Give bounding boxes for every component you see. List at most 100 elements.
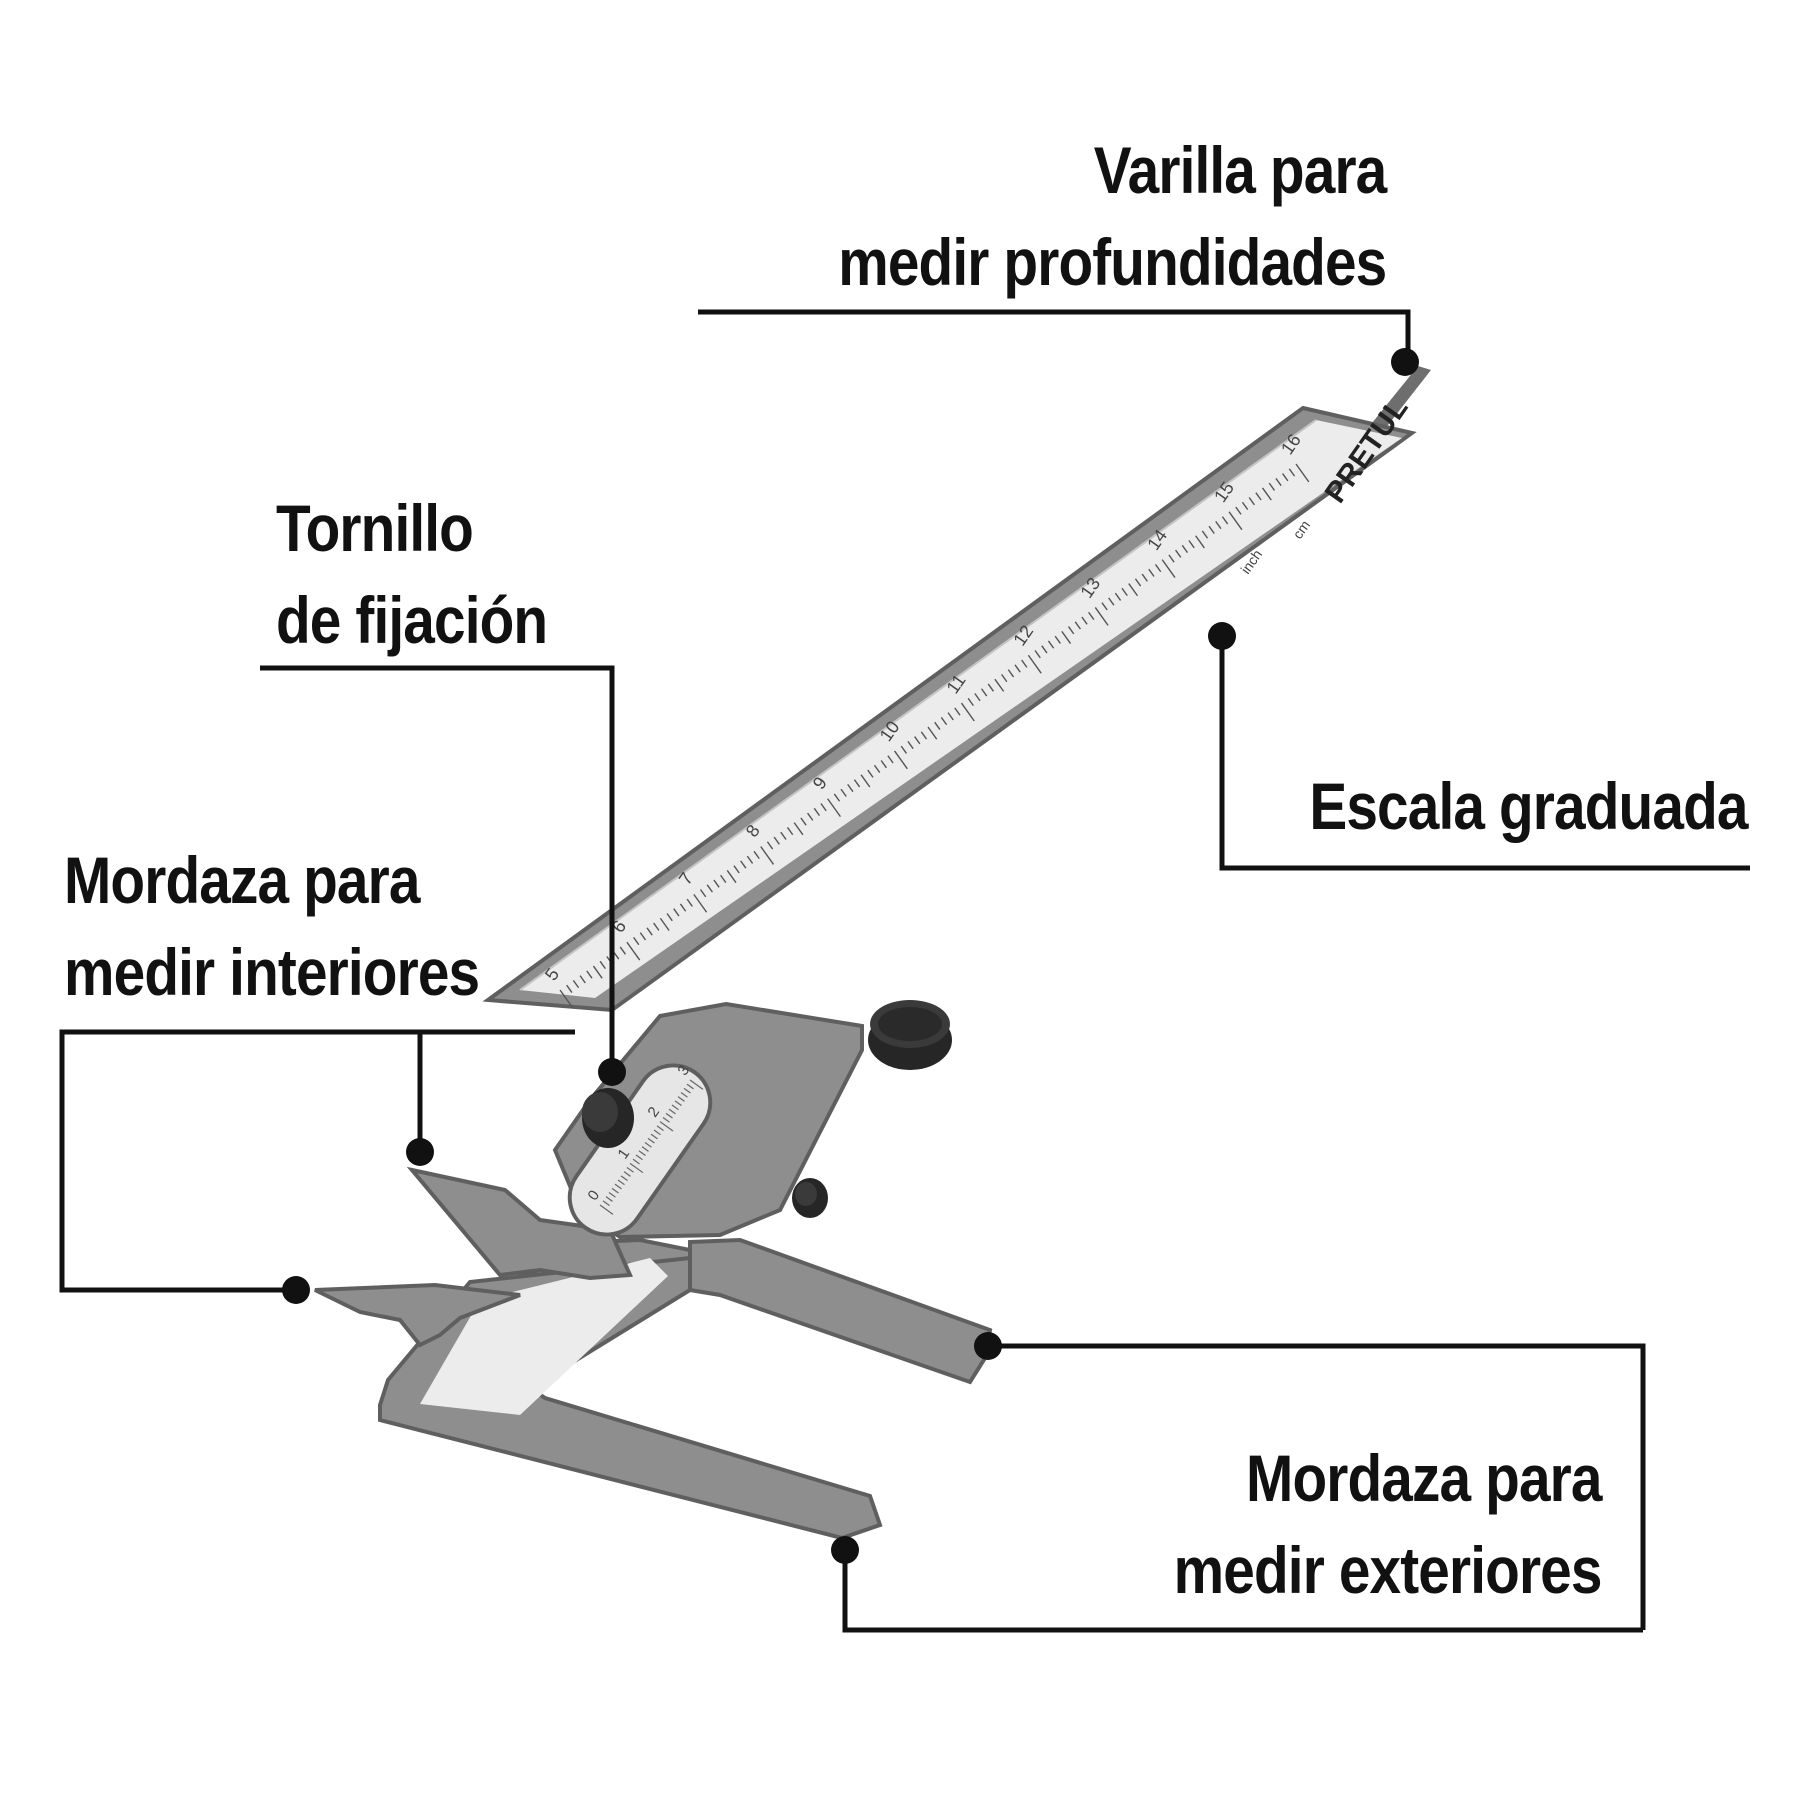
scale-tick	[1034, 650, 1041, 659]
scale-tick	[1282, 473, 1289, 482]
scale-tick	[987, 683, 995, 692]
scale-tick	[592, 965, 603, 979]
vernier-tick	[605, 1196, 613, 1202]
label-inside-jaw-line1: Mordaza para	[64, 843, 420, 917]
callout-line-outside-jaw-fixed	[842, 1550, 1643, 1633]
label-outside-jaw-line1: Mordaza para	[1246, 1441, 1602, 1515]
callout-line-inside-jaw-left	[59, 1029, 420, 1293]
scale-tick	[887, 755, 894, 764]
scale-tick	[693, 893, 708, 913]
scale-tick	[1134, 578, 1142, 587]
scale-tick	[1128, 583, 1139, 597]
callout-lines	[59, 309, 1750, 1633]
scale-tick	[1201, 530, 1209, 539]
scale-tick	[967, 697, 974, 707]
vernier-tick	[611, 1187, 619, 1194]
scale-tick	[1208, 525, 1215, 534]
vernier-tick	[656, 1125, 664, 1131]
scale-tick	[960, 702, 975, 722]
scale-tick	[893, 750, 908, 770]
scale-tick	[566, 984, 573, 993]
scale-tick	[726, 870, 737, 884]
scale-tick	[1295, 463, 1310, 483]
vernier-tick	[689, 1079, 704, 1090]
vernier-tick	[647, 1137, 655, 1144]
scale-tick	[840, 788, 847, 797]
scale-tick	[860, 774, 871, 788]
scale-tick	[1154, 564, 1162, 573]
scale-tick	[853, 779, 861, 788]
callout-line-locking-screw	[260, 665, 615, 1072]
scale-tick	[980, 688, 988, 697]
callout-dot-locking-screw	[598, 1058, 626, 1086]
scale-tick	[1141, 573, 1148, 582]
callout-dot-graduated-scale	[1208, 622, 1236, 650]
scale-tick	[706, 884, 714, 893]
vernier-tick	[683, 1087, 691, 1094]
callout-line-inside-jaw-upper	[417, 1029, 575, 1152]
scale-tick	[1261, 487, 1272, 501]
scale-tick	[1275, 477, 1282, 487]
scale-tick	[907, 740, 914, 750]
scale-tick	[780, 831, 787, 840]
vernier-tick	[608, 1192, 616, 1198]
scale-tick	[599, 960, 606, 970]
vernier-tick	[617, 1179, 625, 1186]
scale-tick	[1081, 616, 1088, 625]
scale-tick	[572, 980, 580, 989]
scale-tick	[1021, 659, 1028, 668]
locking-screw-knob	[582, 1088, 634, 1148]
scale-tick	[679, 903, 687, 912]
scale-tick	[927, 726, 938, 740]
vernier-tick	[614, 1183, 622, 1190]
scale-tick	[1268, 482, 1276, 491]
label-inside-jaw: Mordaza para medir interiores	[64, 834, 480, 1018]
scale-tick	[586, 970, 593, 979]
vernier-tick	[677, 1096, 685, 1102]
scale-tick	[1181, 544, 1189, 554]
vernier-tick	[641, 1146, 649, 1152]
scale-tick	[1041, 645, 1048, 654]
label-locking-screw-line2: de fijación	[276, 583, 548, 657]
scale-tick	[699, 889, 707, 898]
scale-tick	[619, 946, 627, 955]
callout-dot-inside-jaw-left	[282, 1276, 310, 1304]
scale-tick	[1014, 664, 1021, 673]
scale-tick	[666, 913, 673, 922]
scale-tick	[867, 769, 874, 778]
vernier-tick	[650, 1133, 658, 1140]
vernier-tick	[653, 1129, 661, 1136]
callout-line-graduated-scale	[1219, 638, 1750, 871]
scale-tick	[974, 693, 981, 702]
scale-tick	[827, 798, 841, 818]
scale-tick	[753, 850, 760, 860]
scale-tick	[994, 678, 1005, 692]
vernier-tick	[602, 1200, 610, 1206]
scale-tick	[1215, 520, 1222, 530]
scale-tick	[820, 803, 827, 812]
inside-jaw-sliding	[406, 1166, 633, 1281]
scale-tick	[813, 807, 821, 817]
scale-tick	[954, 707, 961, 716]
scale-tick	[1121, 587, 1128, 597]
callout-dot-outside-jaw-sliding	[974, 1332, 1002, 1360]
callout-dot-outside-jaw-fixed	[831, 1536, 859, 1564]
vernier-tick	[632, 1158, 640, 1165]
scale-tick	[800, 817, 807, 826]
vernier-tick	[665, 1112, 673, 1119]
scale-tick	[1101, 602, 1108, 611]
scale-tick	[934, 721, 941, 730]
scale-tick	[847, 783, 854, 793]
scale-tick	[673, 908, 680, 917]
scale-tick	[1241, 501, 1249, 510]
scale-tick	[1235, 506, 1242, 515]
label-locking-screw: Tornillo de fijación	[276, 482, 548, 666]
scale-tick	[1288, 468, 1296, 477]
scale-tick	[653, 922, 660, 931]
scale-tick	[760, 846, 775, 865]
scale-tick	[1255, 492, 1262, 501]
scale-tick	[1054, 635, 1061, 644]
scale-tick	[1161, 559, 1176, 578]
